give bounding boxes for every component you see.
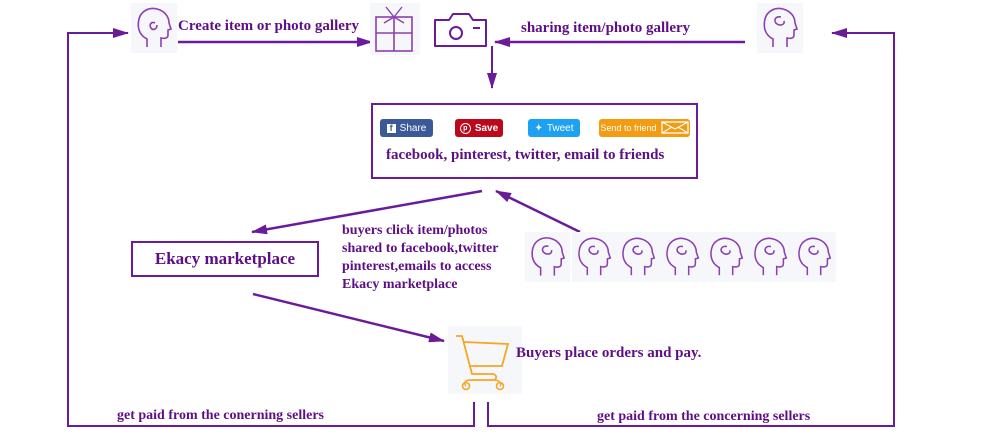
buyers-description: buyers click item/photos shared to faceb… [342, 223, 499, 292]
camera-icon [432, 8, 490, 50]
share-to-market-arrow [251, 189, 483, 235]
market-to-cart-arrow [252, 292, 445, 343]
sharer-head-icon [757, 3, 803, 53]
facebook-icon: f [386, 123, 396, 133]
buyer-head-icon [616, 232, 660, 287]
buyer-head-icon [704, 232, 748, 287]
send-to-friend-button[interactable]: Send to friend [599, 119, 690, 137]
shopping-cart-icon [448, 326, 522, 394]
buyer-head-icon [572, 232, 616, 287]
pinterest-save-button[interactable]: p Save [455, 119, 503, 137]
paid-left-label: get paid from the conerning sellers [117, 408, 324, 423]
buyer-head-icon [792, 232, 836, 287]
seller-head-icon [131, 3, 177, 53]
buyers-group [572, 232, 836, 282]
gift-icon [370, 3, 420, 55]
envelope-icon [660, 120, 689, 136]
sharing-label: sharing item/photo gallery [521, 20, 691, 36]
twitter-tweet-button[interactable]: ✦ Tweet [528, 119, 580, 137]
pinterest-icon: p [459, 122, 471, 134]
marketplace-label: Ekacy marketplace [154, 249, 296, 268]
share-caption: facebook, pinterest, twitter, email to f… [386, 147, 665, 163]
buyer-head-icon [525, 232, 570, 282]
buyers-row [572, 232, 836, 287]
share-panel: f Share p Save ✦ Tweet Send to friend fa… [371, 103, 698, 179]
ekacy-marketplace-box[interactable]: Ekacy marketplace [131, 241, 319, 277]
paid-right-label: get paid from the concerning sellers [597, 409, 811, 424]
left-loop-line [67, 28, 475, 427]
buyers-to-share-arrow [495, 189, 581, 234]
create-label: Create item or photo gallery [178, 18, 360, 34]
twitter-icon: ✦ [534, 122, 543, 134]
buyer-head-icon [660, 232, 704, 287]
orders-label: Buyers place orders and pay. [516, 345, 702, 361]
facebook-share-button[interactable]: f Share [380, 119, 433, 137]
right-loop-line [487, 28, 895, 427]
buyer-head-icon [748, 232, 792, 287]
